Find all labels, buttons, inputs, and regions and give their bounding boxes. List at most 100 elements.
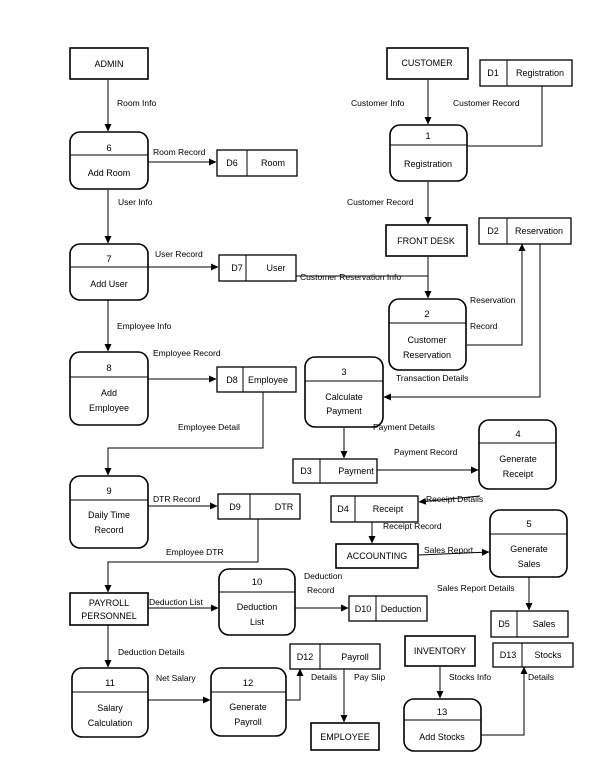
process-8-label-1: Add — [101, 388, 117, 398]
process-1[interactable]: 1 Registration — [389, 124, 468, 182]
store-d13[interactable]: D13 Stocks — [492, 642, 574, 668]
store-d5-name: Sales — [533, 619, 556, 629]
store-d1[interactable]: D1 Registration — [479, 59, 573, 87]
process-10-label-2: List — [250, 617, 265, 627]
entity-inventory-label: INVENTORY — [414, 646, 466, 656]
label-transaction-details: Transaction Details — [396, 373, 468, 383]
process-4-label-1: Generate — [499, 454, 537, 464]
flow-accounting-to-p5 — [418, 548, 490, 556]
entity-inventory[interactable]: INVENTORY — [404, 635, 476, 667]
entity-employee[interactable]: EMPLOYEE — [310, 722, 380, 751]
entity-front-desk[interactable]: FRONT DESK — [385, 224, 468, 257]
process-1-number: 1 — [425, 131, 430, 142]
store-d2-name: Reservation — [515, 226, 563, 236]
process-1-label: Registration — [404, 159, 452, 169]
label-receipt-details: Receipt Details — [426, 494, 483, 504]
label-payment-details: Payment Details — [373, 422, 435, 432]
store-d6-name: Room — [261, 158, 285, 168]
store-d9[interactable]: D9 DTR — [217, 493, 301, 520]
process-12-label-1: Generate — [229, 702, 267, 712]
process-12[interactable]: 12 Generate Payroll — [210, 667, 287, 737]
store-d10[interactable]: D10 Deduction — [348, 595, 428, 622]
store-d13-id: D13 — [500, 650, 517, 660]
entity-accounting[interactable]: ACCOUNTING — [335, 543, 419, 569]
store-d4[interactable]: D4 Receipt — [330, 495, 419, 523]
entity-admin[interactable]: ADMIN — [69, 47, 149, 80]
process-11-number: 11 — [105, 678, 115, 689]
label-payment-record: Payment Record — [394, 447, 458, 457]
label-stocks-info: Stocks Info — [449, 672, 491, 682]
store-d12-id: D12 — [297, 652, 314, 662]
flow-p4-to-d4 — [418, 495, 481, 505]
label-employee-detail: Employee Detail — [178, 422, 240, 432]
flow-d2-to-p3 — [383, 244, 541, 401]
process-11[interactable]: 11 Salary Calculation — [71, 667, 149, 738]
store-d9-name: DTR — [275, 502, 294, 512]
process-7[interactable]: 7 Add User — [69, 243, 149, 301]
process-6[interactable]: 6 Add Room — [69, 131, 149, 190]
process-8[interactable]: 8 Add Employee — [69, 351, 149, 426]
flow-lines — [104, 80, 543, 736]
process-13[interactable]: 13 Add Stocks — [403, 698, 482, 752]
process-12-number: 12 — [243, 678, 254, 689]
store-d6[interactable]: D6 Room — [216, 149, 298, 177]
flow-p2-to-d2 — [467, 243, 526, 346]
store-d2-id: D2 — [487, 226, 499, 236]
store-d4-name: Receipt — [373, 504, 404, 514]
process-9[interactable]: 9 Daily Time Record — [69, 475, 149, 549]
process-8-number: 8 — [106, 363, 111, 374]
process-7-label: Add User — [90, 279, 128, 289]
label-room-info: Room Info — [117, 98, 156, 108]
entity-accounting-label: ACCOUNTING — [347, 551, 408, 561]
store-d5[interactable]: D5 Sales — [490, 610, 569, 638]
process-10-label-1: Deduction — [237, 602, 278, 612]
flow-p12-to-d12 — [286, 668, 304, 701]
store-d3[interactable]: D3 Payment — [292, 458, 378, 484]
store-d2[interactable]: D2 Reservation — [478, 217, 572, 245]
process-4[interactable]: 4 Generate Receipt — [478, 419, 557, 490]
flow-labels: Room Info Room Record User Info User Rec… — [117, 98, 554, 683]
store-d8-name: Employee — [248, 375, 288, 385]
store-d10-name: Deduction — [381, 604, 422, 614]
process-2-number: 2 — [424, 309, 429, 320]
store-d1-name: Registration — [516, 68, 564, 78]
entity-customer-label: CUSTOMER — [401, 58, 453, 68]
process-3[interactable]: 3 Calculate Payment — [304, 356, 384, 428]
process-11-label-1: Salary — [97, 703, 123, 713]
store-d7[interactable]: D7 User — [218, 254, 297, 282]
entity-customer[interactable]: CUSTOMER — [386, 47, 469, 80]
label-user-record: User Record — [155, 249, 203, 259]
process-9-number: 9 — [106, 486, 111, 497]
label-deduction-record-2: Record — [307, 585, 335, 595]
process-12-label-2: Payroll — [234, 717, 262, 727]
label-employee-record: Employee Record — [153, 348, 221, 358]
label-net-salary: Net Salary — [156, 673, 196, 683]
process-2-label-2: Reservation — [403, 350, 451, 360]
store-d8[interactable]: D8 Employee — [216, 366, 297, 393]
process-13-number: 13 — [437, 707, 448, 718]
label-deduction-list: Deduction List — [149, 597, 204, 607]
store-d12[interactable]: D12 Payroll — [289, 643, 381, 670]
entity-admin-label: ADMIN — [95, 59, 124, 69]
process-2[interactable]: 2 Customer Reservation — [388, 298, 467, 371]
process-10-number: 10 — [252, 577, 263, 588]
process-4-number: 4 — [515, 429, 520, 440]
label-receipt-record: Receipt Record — [383, 521, 442, 531]
store-d4-id: D4 — [337, 504, 349, 514]
store-d7-id: D7 — [231, 263, 243, 273]
entity-payroll-label-1: PAYROLL — [89, 598, 129, 608]
label-details-stocks: Details — [528, 672, 554, 682]
store-d13-name: Stocks — [534, 650, 562, 660]
process-6-number: 6 — [106, 143, 111, 154]
label-customer-info: Customer Info — [351, 98, 405, 108]
process-9-label-2: Record — [94, 525, 123, 535]
store-d1-id: D1 — [487, 68, 499, 78]
store-d9-id: D9 — [229, 502, 241, 512]
process-5[interactable]: 5 Generate Sales — [489, 509, 568, 578]
store-d12-name: Payroll — [341, 652, 369, 662]
store-d7-name: User — [266, 263, 285, 273]
entity-payroll-personnel[interactable]: PAYROLL PERSONNEL — [69, 592, 149, 626]
process-10[interactable]: 10 Deduction List — [218, 568, 296, 636]
label-deduction-record-1: Deduction — [304, 571, 343, 581]
